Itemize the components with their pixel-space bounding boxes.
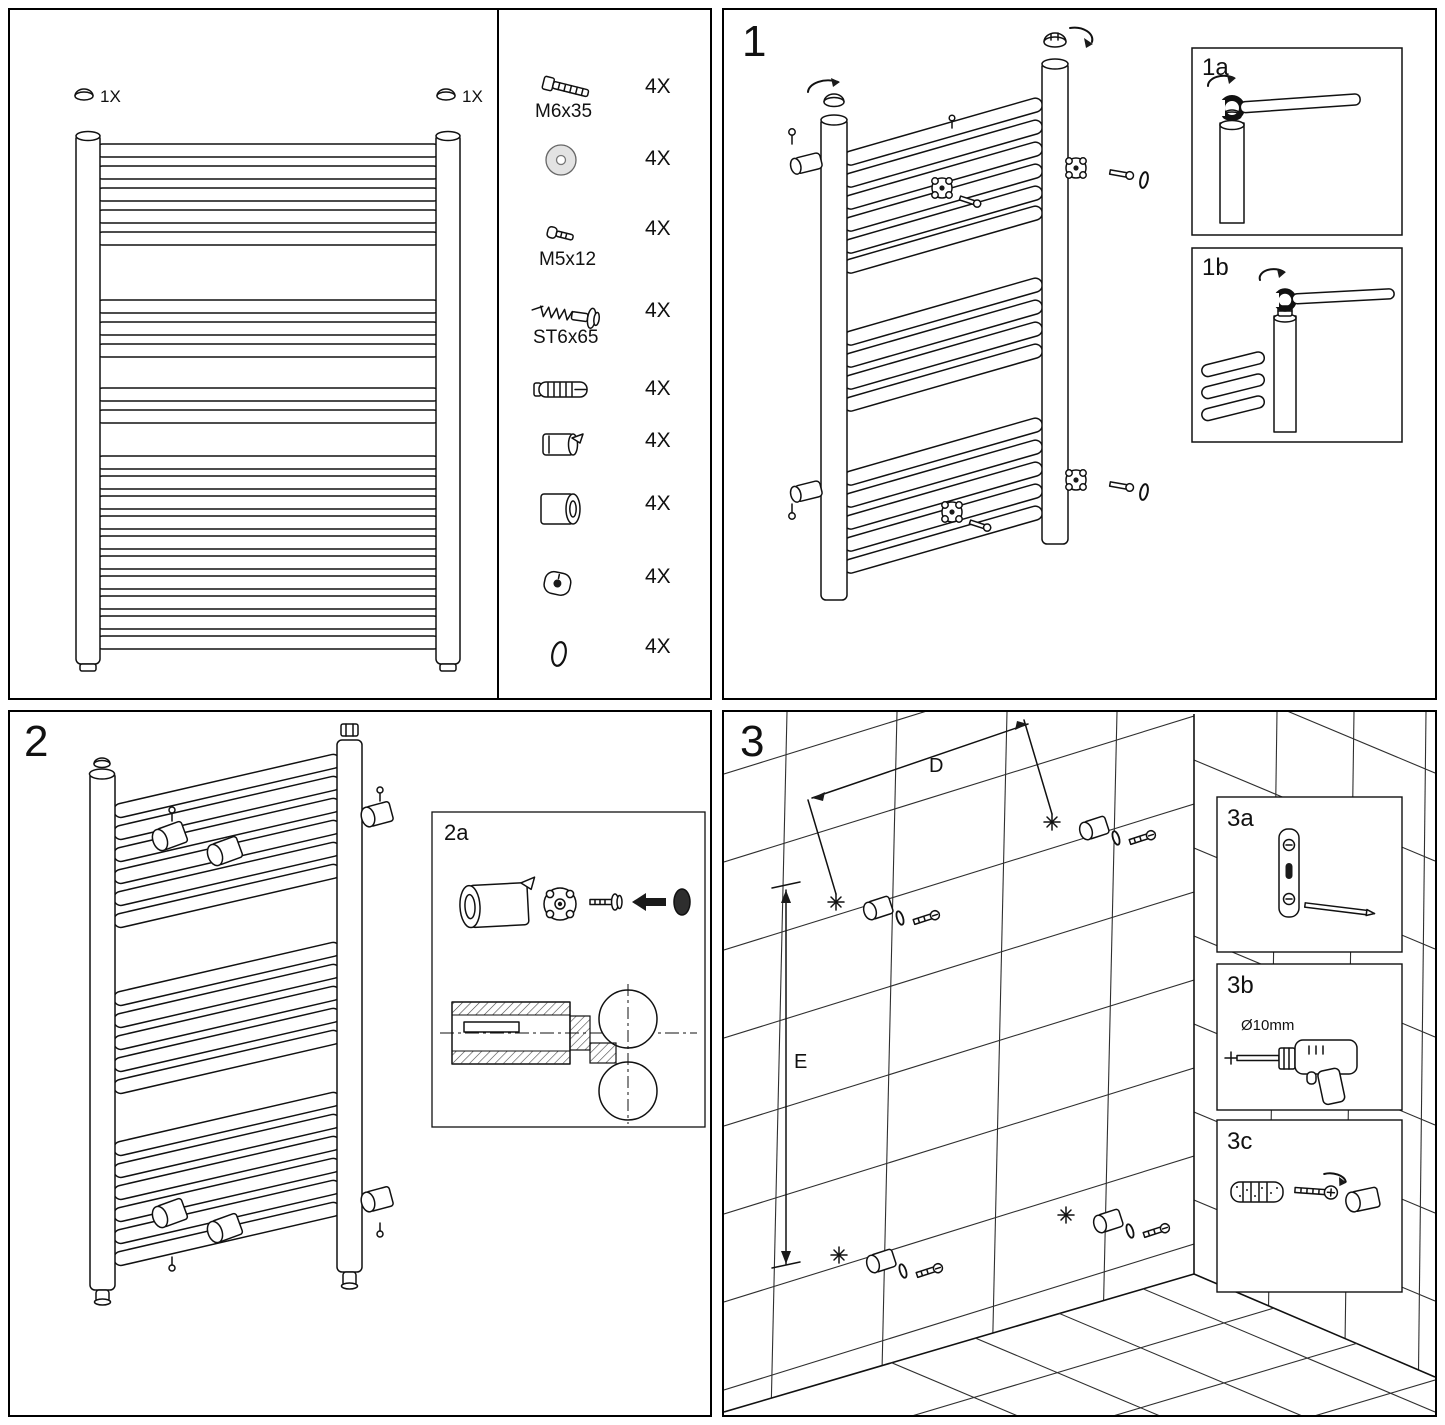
rung-bracket-top — [931, 177, 982, 208]
step1-drawing — [788, 26, 1403, 601]
dim-e-label: E — [794, 1051, 807, 1073]
hardware-label: M5x12 — [539, 249, 597, 270]
bracket-cylinder — [360, 1186, 394, 1213]
plug-screw-top — [788, 128, 796, 145]
step-number: 1 — [742, 17, 767, 66]
hex-bolt-icon — [541, 75, 590, 98]
inset-2a — [431, 811, 706, 1128]
bracket-screw — [168, 1256, 176, 1272]
rung-bracket-bottom — [941, 501, 992, 532]
mount-group-upper-left — [827, 893, 941, 926]
cap-left-assembly — [807, 78, 845, 108]
mount-group-lower-left — [830, 1246, 944, 1279]
hardware-icons — [531, 75, 601, 667]
cap-left-qty: 1X — [100, 87, 121, 106]
step2-drawing — [88, 723, 706, 1306]
panel-step2: 2 2a — [8, 710, 712, 1417]
cover-ring-icon — [551, 641, 567, 667]
cap-right-assembly — [1043, 26, 1094, 48]
hardware-qty: 4X — [645, 217, 671, 240]
inset-label-1a: 1a — [1202, 54, 1229, 81]
radiator-rungs — [95, 143, 441, 650]
anchor-in-wall — [1230, 1181, 1284, 1203]
dimension-vertical: E — [771, 881, 807, 1269]
bracket-insert-icon — [542, 433, 584, 456]
radiator-posts-oblique — [88, 723, 363, 1306]
bracket-cylinder — [151, 1197, 189, 1229]
dim-d-label: D — [929, 755, 943, 777]
bracket-screw — [168, 806, 176, 822]
hardware-qty: 4X — [645, 565, 671, 588]
mount-group-upper-right — [1043, 813, 1157, 846]
radiator-front-drawing — [74, 88, 461, 672]
panel-step3: D E — [722, 710, 1437, 1417]
screw-with-rotation — [1294, 1172, 1347, 1200]
bracket-cylinder — [360, 801, 394, 828]
wall-bracket-bottom — [1065, 469, 1149, 501]
wall-bracket-top — [1065, 157, 1149, 189]
cap-icon-left — [74, 88, 94, 101]
plug-fitting-bottom — [789, 480, 823, 503]
small-screw — [948, 114, 956, 129]
panel-parts: 1X 1X — [8, 8, 712, 700]
wall-anchor-icon — [533, 381, 588, 398]
cap-right-qty: 1X — [462, 87, 483, 106]
panel-step1: 1 1a 1b — [722, 8, 1437, 700]
hardware-qty: 4X — [645, 635, 671, 658]
bracket-cross-section — [440, 984, 697, 1124]
cap-icon-right — [436, 88, 456, 101]
bracket-screw — [376, 786, 384, 802]
pan-screw-icon — [546, 225, 574, 241]
hardware-qty: 4X — [645, 492, 671, 515]
inset-3c — [1216, 1119, 1403, 1293]
inset-label-3c: 3c — [1227, 1128, 1253, 1155]
wood-screw-icon — [531, 305, 601, 329]
step3-drawing: D E — [724, 712, 1435, 1415]
inset-1b — [1191, 247, 1403, 443]
inset-label-1b: 1b — [1202, 254, 1229, 281]
bracket-screw — [376, 1222, 384, 1238]
exploded-bracket — [459, 876, 691, 929]
dimension-horizontal: D — [807, 719, 1053, 895]
step-number: 2 — [24, 717, 49, 766]
mount-group-lower-right — [1057, 1206, 1171, 1239]
hardware-label: ST6x65 — [533, 327, 599, 348]
inset-label-3a: 3a — [1227, 805, 1254, 832]
radiator-posts — [75, 130, 461, 672]
bracket-cylinder — [206, 835, 244, 867]
drill-diameter-label: Ø10mm — [1241, 1017, 1294, 1034]
inset-1a — [1191, 47, 1403, 236]
inset-3b: Ø10mm — [1216, 963, 1403, 1111]
spacer-cylinder — [1345, 1186, 1381, 1213]
hardware-qty: 4X — [645, 147, 671, 170]
inset-label-2a: 2a — [444, 820, 469, 845]
plug-fitting-top — [789, 152, 823, 175]
hardware-qty: 4X — [645, 75, 671, 98]
hardware-qty: 4X — [645, 377, 671, 400]
washer-icon — [545, 144, 577, 176]
drill-icon — [1224, 1039, 1358, 1106]
inset-label-3b: 3b — [1227, 972, 1254, 999]
hardware-label: M6x35 — [535, 101, 593, 122]
radiator-rungs-oblique — [113, 753, 341, 1267]
wall-plate-icon — [543, 570, 572, 597]
hardware-qty: 4X — [645, 429, 671, 452]
hardware-qty: 4X — [645, 299, 671, 322]
radiator-posts-oblique — [820, 58, 1069, 601]
spacer-sleeve-icon — [540, 493, 581, 525]
hardware-list: M6x35 M5x12 ST6x65 4X 4X 4X 4X 4X 4X 4X … — [497, 10, 710, 698]
bracket-cylinder — [151, 820, 189, 852]
bracket-cylinder — [206, 1212, 244, 1244]
step-number: 3 — [740, 717, 765, 766]
plug-screw-bottom — [788, 503, 796, 520]
inset-3a — [1216, 796, 1403, 953]
